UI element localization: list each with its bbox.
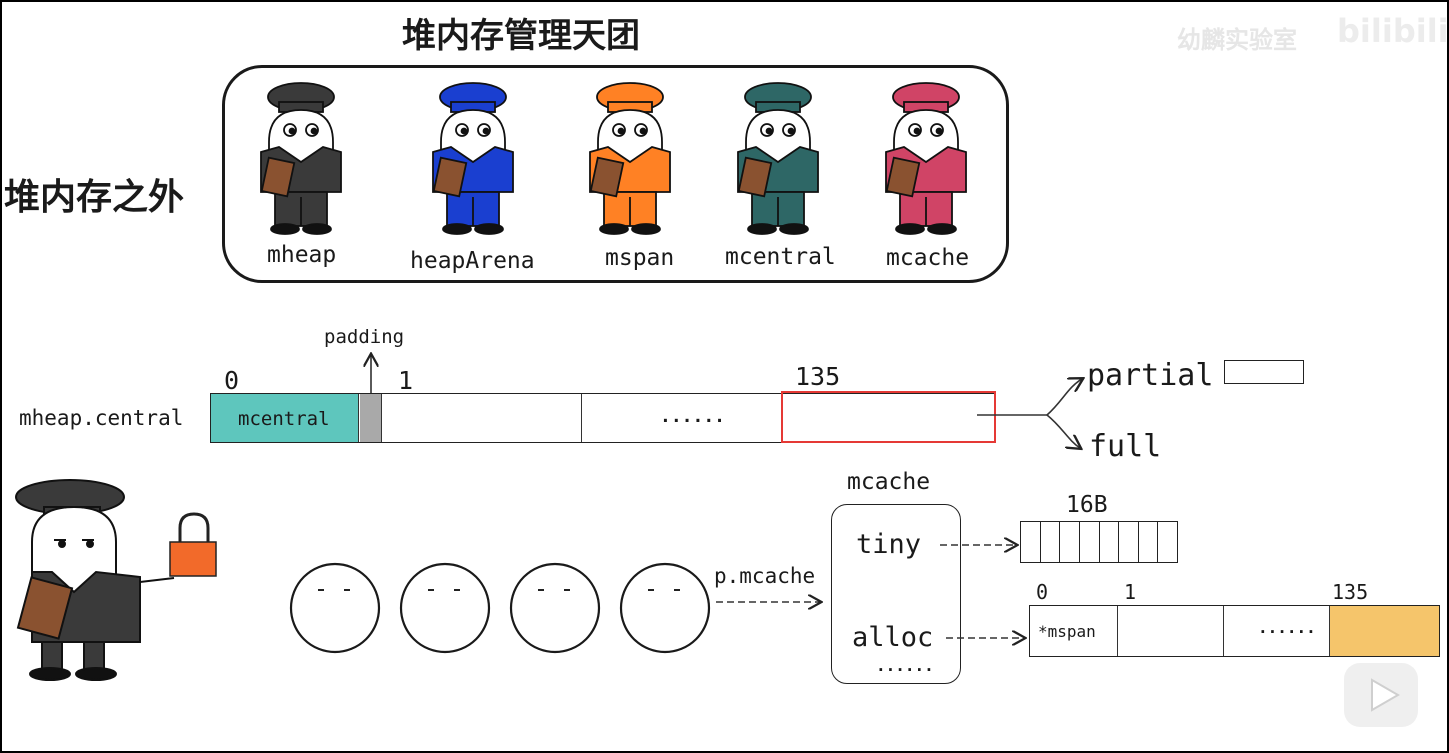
- mcache-ellipsis: ......: [876, 656, 934, 675]
- alloc-index-1: 1: [1124, 580, 1137, 604]
- central-index-0: 0: [224, 366, 240, 395]
- partial-label: partial: [1087, 358, 1214, 393]
- processor-p1: [289, 562, 381, 654]
- central-index-135: 135: [795, 362, 841, 391]
- alloc-cell-0: [1030, 606, 1118, 656]
- alloc-ellipsis: ......: [1258, 618, 1316, 637]
- play-button-icon[interactable]: [1344, 663, 1418, 727]
- team-label-mheap: mheap: [267, 242, 337, 268]
- tiny-size-label: 16B: [1066, 492, 1108, 518]
- central-ellipsis: ......: [660, 406, 726, 427]
- padding-label: padding: [324, 326, 405, 348]
- diagram-title: 堆内存管理天团: [402, 16, 640, 56]
- tiny-slot: [1041, 522, 1061, 562]
- lock-icon: [169, 512, 217, 577]
- tiny-buffer: [1020, 521, 1178, 563]
- mcache-box: [831, 504, 961, 684]
- central-padding-cell: [360, 394, 382, 442]
- character-mcentral: [737, 82, 819, 235]
- tiny-slot: [1060, 522, 1080, 562]
- mheap-lock-holder: [15, 479, 175, 681]
- tiny-slot: [1021, 522, 1041, 562]
- watermark: 幼麟实验室: [1177, 26, 1297, 54]
- alloc-cell-0-label: *mspan: [1038, 622, 1096, 641]
- character-mcache: [885, 82, 967, 235]
- outside-heap-label: 堆内存之外: [4, 177, 185, 218]
- mcache-alloc: alloc: [852, 622, 934, 653]
- central-cell-mcentral-label: mcentral: [238, 408, 330, 430]
- team-label-mspan: mspan: [605, 245, 675, 271]
- alloc-index-135: 135: [1332, 580, 1369, 604]
- team-label-mcache: mcache: [886, 245, 970, 271]
- team-container: [222, 65, 1009, 283]
- central-split-arrow: [977, 379, 1082, 448]
- alloc-index-0: 0: [1036, 580, 1049, 604]
- central-cell-1: [382, 394, 582, 442]
- processor-p3: [509, 562, 601, 654]
- tiny-slot: [1139, 522, 1159, 562]
- tiny-slot: [1080, 522, 1100, 562]
- team-label-heaparena: heapArena: [410, 248, 535, 274]
- mcache-tiny: tiny: [856, 529, 922, 560]
- character-mspan: [589, 82, 671, 235]
- alloc-cell-1: [1118, 606, 1224, 656]
- central-cell-mcentral: [211, 394, 359, 442]
- tiny-slot: [1119, 522, 1139, 562]
- team-label-mcentral: mcentral: [725, 244, 836, 270]
- p-mcache-label: p.mcache: [714, 564, 816, 588]
- partial-box: [1224, 360, 1304, 384]
- bilibili-logo: bilibili: [1337, 12, 1447, 50]
- central-array-label: mheap.central: [19, 406, 184, 430]
- central-index-1: 1: [398, 366, 414, 395]
- processor-p2: [399, 562, 491, 654]
- mcache-title: mcache: [847, 469, 931, 495]
- character-mheap: [260, 82, 342, 235]
- full-label: full: [1089, 429, 1162, 464]
- alloc-array: [1029, 605, 1440, 657]
- character-heaparena: [432, 82, 514, 235]
- central-cell-135: [781, 391, 996, 443]
- processor-p4: [619, 562, 711, 654]
- alloc-cell-135: [1329, 606, 1439, 656]
- tiny-slot: [1100, 522, 1120, 562]
